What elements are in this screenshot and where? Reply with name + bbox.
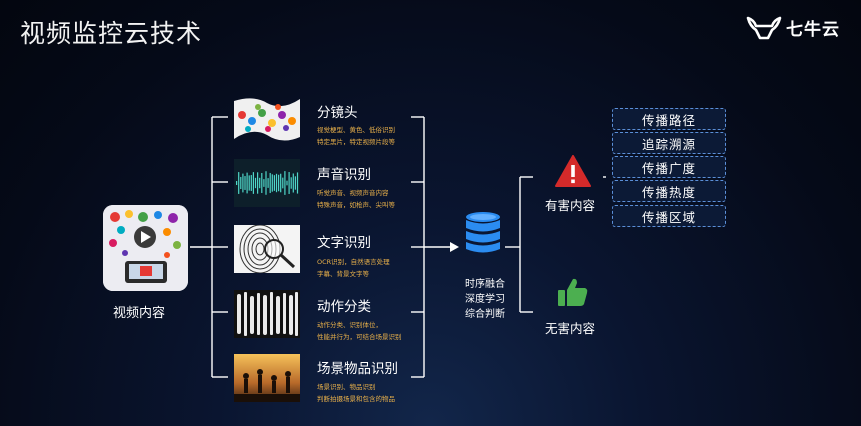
category-title-text: 文字识别	[317, 231, 371, 251]
category-title-audio: 声音识别	[317, 163, 371, 183]
warning-icon	[555, 155, 591, 187]
category-title-shot: 分镜头	[317, 101, 358, 121]
motion-thumbnail	[234, 290, 300, 338]
category-title-action: 动作分类	[317, 295, 371, 315]
category-desc-scene-2: 判断拍摄场景和包含的物品	[317, 393, 395, 405]
category-desc-text-2: 字幕、背景文字等	[317, 268, 369, 280]
waveform-thumbnail	[234, 159, 300, 207]
video-content-label: 视频内容	[113, 302, 165, 321]
category-desc-action-1: 动作分类、识别体位，	[317, 319, 382, 331]
category-desc-shot-2: 特定黑片，特定视频片段等	[317, 136, 395, 148]
action-propagation-path: 传播路径	[612, 108, 726, 130]
category-desc-text-1: OCR识别，自然语言处理	[317, 256, 390, 268]
video-content-icon	[103, 205, 188, 291]
video-app-icon	[103, 205, 188, 291]
category-desc-shot-1: 视觉梗型、黄色、低俗识别	[317, 124, 395, 136]
harmful-content-label: 有害内容	[545, 195, 595, 214]
action-propagation-heat: 传播热度	[612, 180, 726, 202]
category-title-scene: 场景物品识别	[317, 357, 398, 377]
category-desc-audio-1: 听觉声音、视频声音内容	[317, 187, 389, 199]
fusion-line-3: 综合判断	[456, 305, 514, 320]
action-trace-source: 追踪溯源	[612, 132, 726, 154]
fusion-line-1: 时序融合	[456, 275, 514, 290]
scene-thumbnail	[234, 354, 300, 402]
harmless-content-label: 无害内容	[545, 318, 595, 337]
database-icon	[465, 211, 501, 255]
collage-thumbnail	[234, 95, 300, 143]
fusion-line-2: 深度学习	[456, 290, 514, 305]
category-desc-action-2: 性能并行为，可结合场景识别	[317, 331, 402, 343]
action-propagation-region: 传播区域	[612, 205, 726, 227]
fingerprint-thumbnail	[234, 225, 300, 273]
action-propagation-breadth: 传播广度	[612, 156, 726, 178]
category-desc-scene-1: 场景识别、物品识别	[317, 381, 376, 393]
category-desc-audio-2: 特殊声音，如枪声、尖叫等	[317, 199, 395, 211]
thumbs-up-icon	[557, 277, 589, 307]
